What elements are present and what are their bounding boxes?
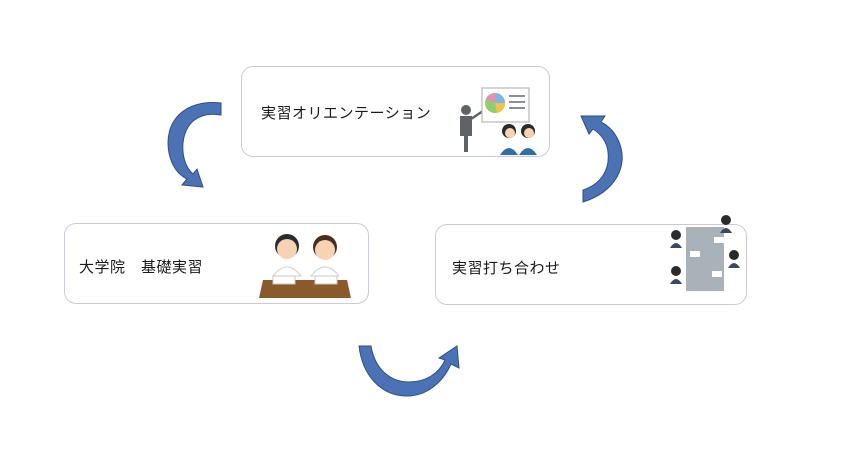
curved-arrow-icon — [167, 102, 222, 188]
curved-arrow-icon — [580, 115, 623, 203]
students-studying-illustration — [259, 234, 351, 298]
orientation-box: 実習オリエンテーション — [241, 66, 550, 157]
basic-practicum-box: 大学院 基礎実習 — [64, 223, 369, 304]
orientation-label: 実習オリエンテーション — [261, 104, 432, 122]
meeting-label: 実習打ち合わせ — [452, 259, 561, 277]
meeting-table-illustration — [670, 215, 740, 291]
curved-arrow-icon — [358, 345, 460, 397]
basic-practicum-label: 大学院 基礎実習 — [79, 258, 204, 276]
presentation-illustration — [460, 87, 537, 155]
meeting-box: 実習打ち合わせ — [435, 215, 747, 305]
